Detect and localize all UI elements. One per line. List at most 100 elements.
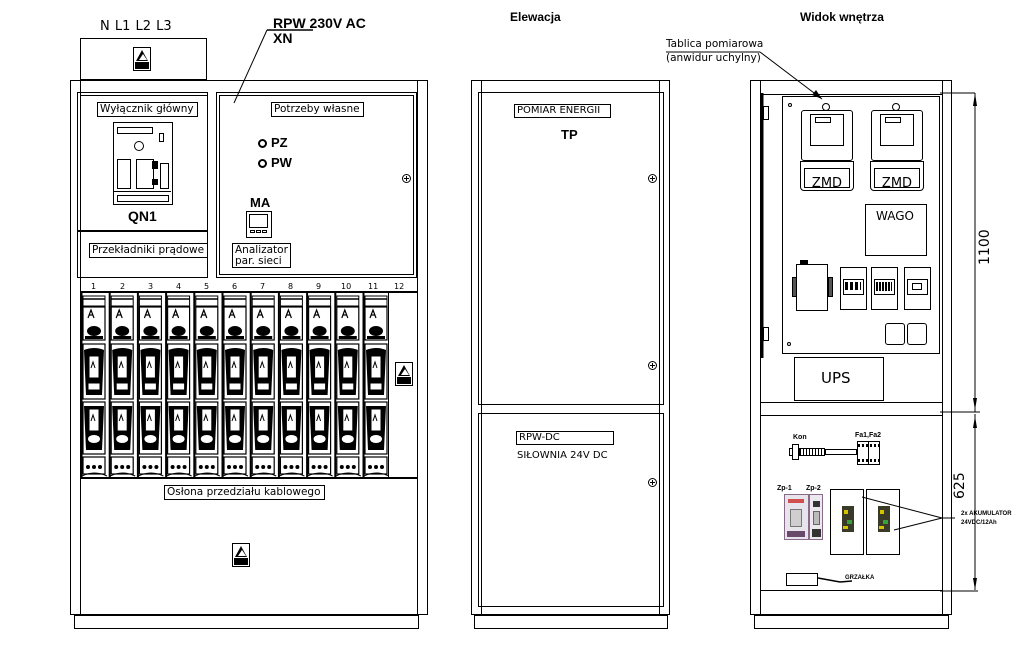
dc-switchboard-subtitle: SIŁOWNIA 24V DC (517, 450, 608, 461)
interior-top-rail (761, 94, 942, 95)
own-needs-label: Potrzeby własne (271, 102, 364, 117)
metering-board (782, 96, 940, 354)
fuse-number: 8 (288, 282, 294, 291)
lamp-pz-label: PZ (271, 135, 288, 150)
contactor-kon (792, 444, 799, 460)
kon-label: Kon (793, 434, 807, 441)
board-mount-hole (787, 342, 791, 346)
dc-fuse-holder (857, 441, 880, 465)
elevation-side-right (659, 80, 670, 615)
fuse-disconnector (334, 293, 362, 477)
lamp-pw-label: PW (271, 155, 292, 170)
lamp-pw-icon (258, 159, 267, 168)
elevation-plinth (474, 615, 668, 629)
fuse-disconnector (165, 293, 192, 477)
fuse-number: 2 (120, 282, 126, 291)
main-switch-label: Wyłącznik główny (97, 102, 198, 117)
ups-label: UPS (821, 369, 851, 387)
meter-label: ZMD (881, 176, 913, 191)
battery-1 (830, 489, 864, 555)
fuse-number: 3 (148, 282, 154, 291)
analyzer-label-line2: par. sieci (235, 254, 282, 267)
fuse-number: 12 (394, 282, 405, 291)
fuse-disconnector (277, 293, 305, 477)
compartment-divider (77, 230, 208, 232)
kon-connector-bar (825, 449, 857, 455)
fuse-number: 11 (368, 282, 379, 291)
power-supply-zp1 (784, 494, 809, 540)
interior-title: Widok wnętrza (800, 10, 884, 24)
dimension-lower: 625 (952, 472, 968, 499)
energy-metering-code: TP (561, 127, 578, 142)
dc-switchboard-label: RPW-DC (516, 431, 614, 445)
lower-door-lock-icon (648, 478, 657, 487)
dimension-upper: 1100 (977, 229, 993, 265)
fuse-number: 5 (204, 282, 210, 291)
heater (786, 573, 818, 586)
cabinet-plinth (74, 615, 419, 629)
main-switch-code: QN1 (128, 208, 157, 224)
high-voltage-warning-icon (395, 362, 413, 386)
board-mount-hole (788, 103, 792, 107)
analyzer-label-box: Analizator par. sieci (232, 243, 291, 268)
phase-labels: N L1 L2 L3 (100, 19, 172, 34)
interior-side-left (750, 80, 761, 615)
metering-board-callout-line1: Tablica pomiarowa (666, 38, 764, 50)
communication-module (796, 264, 828, 311)
main-switch-compartment-inner (81, 95, 207, 235)
fuse-number: 9 (316, 282, 322, 291)
fuse-disconnector (306, 293, 333, 477)
din-device (904, 267, 931, 310)
high-voltage-warning-icon (232, 543, 250, 567)
fuse-disconnector (80, 293, 108, 477)
heater-label: GRZAŁKA (845, 575, 875, 581)
lamp-pz-icon (258, 139, 267, 148)
fuse-disconnector (108, 293, 136, 477)
analyzer-code: MA (250, 195, 271, 210)
battery-2 (866, 489, 900, 555)
module-terminal (792, 277, 797, 297)
din-device (871, 267, 898, 310)
fuse-number: 6 (232, 282, 238, 291)
zp1-label: Zp-1 (777, 485, 792, 492)
own-needs-compartment-inner (219, 95, 414, 275)
fuse-disconnector (136, 293, 164, 477)
wago-label: WAGO (876, 209, 914, 223)
power-supply-zp2 (809, 494, 823, 540)
energy-metering-label: POMIAR ENERGII (514, 104, 611, 118)
network-analyzer-device (246, 211, 272, 238)
fuse-number: 7 (260, 282, 266, 291)
module-top (800, 260, 808, 264)
cable-entry-box (80, 38, 207, 80)
door-lock-screw-icon (402, 174, 411, 183)
kon-threaded-rod (799, 448, 825, 456)
elevation-lower-door (478, 413, 664, 607)
battery-label-line2: 24VDC/12Ah (961, 520, 997, 526)
interior-shelf-3 (761, 590, 942, 591)
metering-board-callout-line2: (anwidur uchylny) (666, 52, 761, 64)
interior-shelf-1 (761, 402, 942, 403)
module-terminal (828, 277, 833, 297)
fuse-number: 1 (91, 282, 97, 291)
elevation-upper-door (478, 92, 664, 405)
upper-door-lock-icon-2 (648, 361, 657, 370)
fuse-rail-top (81, 291, 417, 293)
analyzer-label-line1: Analizator (235, 244, 288, 256)
battery-label-line1: 2x AKUMULATOR (961, 511, 1012, 517)
interior-shelf-2 (761, 415, 942, 416)
fuse-number: 10 (341, 282, 352, 291)
contactor-kon (789, 448, 793, 456)
cabinet-side-right (417, 80, 428, 615)
fuse-disconnector (362, 293, 390, 477)
zp2-label: Zp-2 (806, 485, 821, 492)
callout-title: RPW 230V AC (273, 15, 366, 31)
fuse-rail-bottom (81, 477, 417, 479)
fuse-label: Fa1,Fa2 (855, 432, 882, 439)
din-device (840, 267, 867, 310)
cable-cover-label: Osłona przedziału kablowego (164, 485, 325, 500)
main-switch-compartment (77, 92, 208, 278)
elevation-title: Elewacja (510, 10, 561, 24)
board-hinge-top (763, 106, 769, 120)
